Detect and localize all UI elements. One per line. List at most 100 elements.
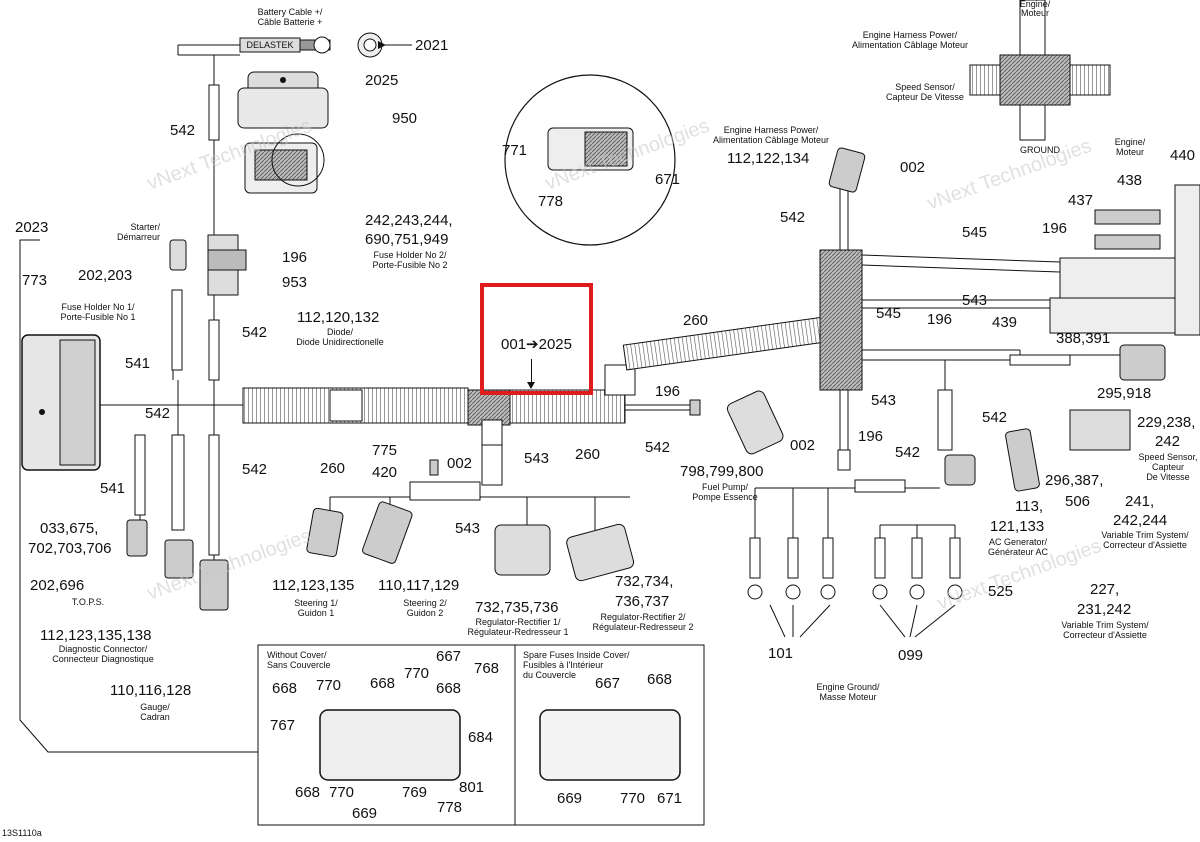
caption-steer1: Steering 1/ <box>294 598 338 608</box>
callout: 113, <box>1015 498 1043 515</box>
figure-code: 13S1110a <box>2 828 42 838</box>
highlight-box[interactable]: 001➔2025 <box>480 283 593 395</box>
callout: 778 <box>437 799 462 816</box>
callout: 112,122,134 <box>727 150 809 167</box>
callout: 002 <box>900 159 925 176</box>
caption-gauge-fr: Cadran <box>140 712 170 722</box>
callout: 732,735,736 <box>475 599 558 616</box>
callout: 770 <box>316 677 341 694</box>
caption-engine-right-fr: Moteur <box>1116 147 1144 157</box>
callout: 099 <box>898 647 923 664</box>
callout: 667 <box>595 675 620 692</box>
engine-top-detail <box>969 0 1111 141</box>
battery-cable: DELASTEK <box>239 32 412 58</box>
caption-spare: Spare Fuses Inside Cover/ <box>523 650 630 660</box>
callout: 2023 <box>15 219 48 236</box>
caption-nocover: Without Cover/ <box>267 650 327 660</box>
callout: 732,734, <box>615 573 673 590</box>
caption-diag-fr: Connecteur Diagnostique <box>52 654 154 664</box>
callout: 542 <box>242 324 267 341</box>
callout: 525 <box>988 583 1013 600</box>
callout: 542 <box>982 409 1007 426</box>
callout: 438 <box>1117 172 1142 189</box>
callout: 668 <box>436 680 461 697</box>
magnified-detail <box>504 74 676 246</box>
callout: 667 <box>436 648 461 665</box>
callouts: 2021 2025 950 542 242,243,244, 690,751,9… <box>15 37 1195 822</box>
callout: 542 <box>895 444 920 461</box>
caption-starter-fr: Démarreur <box>117 232 160 242</box>
caption-engine-top-fr: Moteur <box>1021 8 1049 18</box>
callout: 545 <box>876 305 901 322</box>
callout: 671 <box>655 171 680 188</box>
callout: 671 <box>657 790 682 807</box>
callout: 771 <box>502 142 527 159</box>
callout: 231,242 <box>1077 601 1131 618</box>
ground-terminals <box>747 537 963 638</box>
caption-battery-fr: Câble Batterie + <box>258 17 323 27</box>
callout: 242,243,244, <box>365 212 453 229</box>
callout: 439 <box>992 314 1017 331</box>
caption-eground-fr: Masse Moteur <box>819 692 876 702</box>
starter-connector <box>169 239 187 271</box>
caption-fuelpump: Fuel Pump/ <box>702 482 749 492</box>
caption-steer1-fr: Guidon 1 <box>298 608 335 618</box>
callout: 196 <box>927 311 952 328</box>
captions: Battery Cable +/ Câble Batterie + Starte… <box>52 0 1197 722</box>
callout: 953 <box>282 274 307 291</box>
callout: 2025 <box>365 72 398 89</box>
caption-eground: Engine Ground/ <box>816 682 880 692</box>
callout: 775 <box>372 442 397 459</box>
caption-spare-fr2: du Couvercle <box>523 670 576 680</box>
caption-speed-top-fr: Capteur De Vitesse <box>886 92 964 102</box>
callout: 196 <box>858 428 883 445</box>
caption-reg1-fr: Régulateur-Redresseur 1 <box>467 627 568 637</box>
callout: 542 <box>780 209 805 226</box>
caption-fuse1: Fuse Holder No 1/ <box>61 302 135 312</box>
callout: 196 <box>282 249 307 266</box>
caption-diode-fr: Diode Unidirectionelle <box>296 337 384 347</box>
caption-vts1: Variable Trim System/ <box>1101 530 1189 540</box>
callout: 545 <box>962 224 987 241</box>
callout: 196 <box>655 383 680 400</box>
callout: 241, <box>1125 493 1154 510</box>
callout: 770 <box>329 784 354 801</box>
caption-ehp-fr: Alimentation Câblage Moteur <box>713 135 829 145</box>
caption-ehp-top: Engine Harness Power/ <box>863 30 958 40</box>
callout: 260 <box>575 446 600 463</box>
diode <box>207 234 247 296</box>
callout: 801 <box>459 779 484 796</box>
callout: 101 <box>768 645 793 662</box>
callout: 690,751,949 <box>365 231 448 248</box>
callout: 770 <box>404 665 429 682</box>
callout: 669 <box>557 790 582 807</box>
callout: 112,120,132 <box>297 309 379 326</box>
callout: 668 <box>647 671 672 688</box>
callout: 112,123,135,138 <box>40 627 152 644</box>
caption-engine-right: Engine/ <box>1115 137 1146 147</box>
caption-fuse1-fr: Porte-Fusible No 1 <box>60 312 135 322</box>
caption-vts2: Variable Trim System/ <box>1061 620 1149 630</box>
caption-spare-fr: Fusibles à l'Intérieur <box>523 660 603 670</box>
highlight-label: 001➔2025 <box>501 336 572 353</box>
callout: 541 <box>100 480 125 497</box>
caption-speed-fr: Capteur <box>1152 462 1184 472</box>
caption-ehp: Engine Harness Power/ <box>724 125 819 135</box>
caption-ground: GROUND <box>1020 145 1060 155</box>
gauge-connector <box>199 559 229 611</box>
corrugated-tubes <box>242 249 1071 486</box>
right-components <box>828 147 1200 493</box>
callout: 296,387, <box>1045 472 1103 489</box>
caption-steer2-fr: Guidon 2 <box>407 608 444 618</box>
callout: 668 <box>370 675 395 692</box>
callout: 242,244 <box>1113 512 1167 529</box>
caption-diag: Diagnostic Connector/ <box>59 644 148 654</box>
callout: 669 <box>352 805 377 822</box>
callout: 542 <box>645 439 670 456</box>
callout: 950 <box>392 110 417 127</box>
caption-ehp-top-fr: Alimentation Câblage Moteur <box>852 40 968 50</box>
callout: 702,703,706 <box>28 540 111 557</box>
callout: 110,117,129 <box>378 577 459 594</box>
callout: 227, <box>1090 581 1119 598</box>
callout: 736,737 <box>615 593 669 610</box>
